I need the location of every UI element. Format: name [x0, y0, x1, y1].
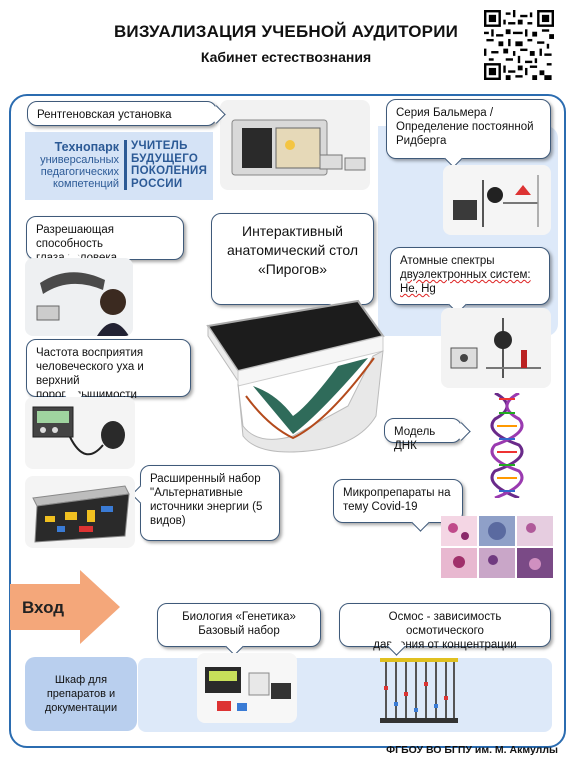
balmer-apparatus-photo[interactable]: [443, 165, 551, 235]
logo-line: УЧИТЕЛЬ: [131, 140, 188, 152]
documents-cabinet[interactable]: Шкаф для препаратов и документации: [25, 657, 137, 731]
callout-eye-line1: Разрешающая способность: [36, 224, 114, 250]
callout-pirogov-table: Интерактивный анатомический стол «Пирого…: [211, 213, 374, 314]
eye-test-photo[interactable]: [25, 258, 133, 336]
callout-osmos: Осмос - зависимость осмотического давлен…: [339, 603, 551, 656]
page-subtitle: Кабинет естествознания: [200, 49, 372, 65]
logo-divider: [124, 140, 127, 190]
callout-table-line2: анатомический стол: [226, 242, 359, 258]
osmosis-rack-photo[interactable]: [376, 652, 462, 726]
energy-kit-photo[interactable]: [25, 476, 135, 548]
xray-unit-photo[interactable]: [220, 100, 370, 190]
callout-table-line3: «Пирогов»: [257, 261, 328, 277]
callout-table-line1: Интерактивный: [242, 223, 343, 239]
callout-energy: Расширенный набор "Альтернативные источн…: [131, 465, 280, 541]
entrance-label: Вход: [22, 598, 65, 617]
logo-line: ПОКОЛЕНИЯ: [131, 165, 208, 177]
callout-covid-line1: Микропрепараты на: [343, 487, 451, 499]
cabinet-line3: документации: [44, 702, 118, 714]
logo-line: РОССИИ: [131, 177, 183, 190]
cabinet-line1: Шкаф для: [54, 674, 108, 686]
logo-line: универсальных: [40, 154, 119, 166]
anatomical-table-image[interactable]: [198, 296, 388, 456]
technopark-logo: Технопарк универсальных педагогических к…: [25, 132, 213, 200]
covid-slides-photo[interactable]: [441, 516, 553, 578]
callout-covid: Микропрепараты на тему Covid-19: [333, 479, 463, 532]
callout-genetics-line1: Биология «Генетика»: [182, 611, 296, 623]
audio-generator-photo[interactable]: [25, 397, 135, 469]
callout-balmer: Серия Бальмера / Определение постоянной …: [386, 99, 551, 168]
callout-energy-line4: видов): [150, 515, 186, 527]
callout-eye: Разрешающая способность глаза человека: [26, 216, 184, 269]
cabinet-line2: препаратов и: [46, 688, 116, 700]
callout-ear-line1: Частота восприятия: [36, 347, 144, 359]
callout-ear-line2: человеческого уха и верхний: [36, 361, 144, 387]
callout-spectra-line3: He, Hg: [400, 283, 436, 295]
footer-institution: ФГБОУ ВО БГПУ им. М. Акмуллы: [386, 744, 558, 756]
callout-genetics: Биология «Генетика» Базовый набор: [157, 603, 321, 656]
callout-osmos-line2: давления от концентрации: [373, 639, 517, 651]
callout-xray-label: Рентгеновская установка: [37, 109, 172, 121]
callout-spectra: Атомные спектры двуэлектронных систем: H…: [390, 247, 550, 314]
entrance-arrow-icon: [10, 570, 120, 644]
qr-code-icon[interactable]: [484, 10, 554, 80]
callout-ear: Частота восприятия человеческого уха и в…: [26, 339, 191, 406]
logo-line: БУДУЩЕГО: [131, 152, 199, 165]
logo-line: педагогических: [40, 166, 119, 178]
callout-balmer-line1: Серия Бальмера /: [396, 107, 494, 119]
callout-spectra-line2: двуэлектронных систем:: [400, 269, 531, 281]
callout-spectra-line1: Атомные спектры: [400, 255, 495, 267]
callout-covid-line2: тему Covid-19: [343, 501, 418, 513]
callout-dna-label: Модель ДНК: [394, 426, 436, 452]
callout-genetics-line2: Базовый набор: [198, 625, 280, 637]
page-title: ВИЗУАЛИЗАЦИЯ УЧЕБНОЙ АУДИТОРИИ: [113, 22, 459, 41]
callout-energy-line2: "Альтернативные: [150, 487, 243, 499]
callout-balmer-line3: Ридберга: [396, 135, 447, 147]
logo-line: Технопарк: [54, 140, 119, 154]
callout-balmer-line2: Определение постоянной: [396, 121, 534, 133]
callout-energy-line1: Расширенный набор: [150, 473, 261, 485]
callout-osmos-line1: Осмос - зависимость осмотического: [388, 611, 502, 637]
callout-dna: Модель ДНК: [384, 418, 471, 452]
logo-line: компетенций: [52, 178, 119, 190]
spectra-apparatus-photo[interactable]: [441, 308, 551, 388]
dna-model-image[interactable]: [485, 393, 529, 498]
callout-energy-line3: источники энергии (5: [150, 501, 263, 513]
callout-xray: Рентгеновская установка: [27, 101, 226, 126]
genetics-kit-photo[interactable]: [197, 653, 297, 723]
